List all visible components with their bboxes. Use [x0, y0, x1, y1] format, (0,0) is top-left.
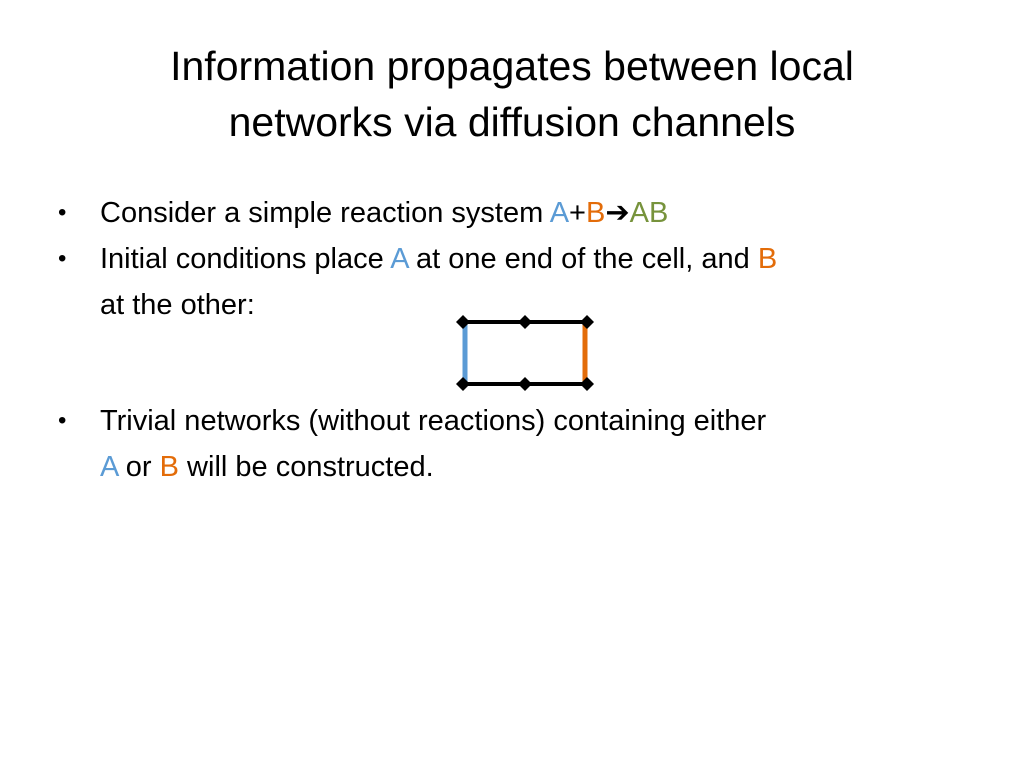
bullet-glyph: • — [58, 245, 67, 272]
bullet2-text-2: at one end of the cell, and — [407, 243, 758, 275]
species-a: A — [390, 243, 408, 275]
bullet2-text-1: Initial conditions place — [100, 243, 391, 275]
species-b: B — [585, 197, 606, 229]
bullet3-text-2: or — [117, 451, 160, 483]
bullet2-text-3: at the other: — [100, 289, 255, 321]
bullet-trivial-networks: • Trivial networks (without reactions) c… — [58, 398, 978, 490]
species-a: A — [100, 451, 118, 483]
bullet1-text: Consider a simple reaction system — [100, 197, 550, 229]
node-top-right — [580, 315, 594, 329]
bullet-initial-conditions: • Initial conditions place A at one end … — [58, 236, 978, 328]
bullet3-text-1: Trivial networks (without reactions) con… — [100, 405, 767, 437]
node-bottom-left — [456, 377, 470, 391]
bullet-glyph: • — [58, 199, 67, 226]
bullet3-text-3: will be constructed. — [179, 451, 434, 483]
cell-network-diagram — [456, 315, 594, 391]
bullet-glyph: • — [58, 407, 67, 434]
title-line-1: Information propagates between local — [170, 43, 854, 89]
node-top-left — [456, 315, 470, 329]
slide-title: Information propagates between local net… — [60, 38, 964, 150]
species-b: B — [757, 243, 778, 275]
reaction-arrow-icon: ➔ — [605, 197, 630, 229]
plus-sign: + — [569, 197, 586, 229]
node-bottom-right — [580, 377, 594, 391]
node-bottom-middle — [518, 377, 532, 391]
title-line-2: networks via diffusion channels — [228, 99, 796, 145]
node-top-middle — [518, 315, 532, 329]
species-a: A — [549, 197, 570, 229]
species-b: B — [159, 451, 179, 483]
bullet-list: • Consider a simple reaction system A+B➔… — [58, 190, 978, 490]
species-ab: AB — [629, 197, 669, 229]
bullet-reaction-system: • Consider a simple reaction system A+B➔… — [58, 190, 978, 236]
